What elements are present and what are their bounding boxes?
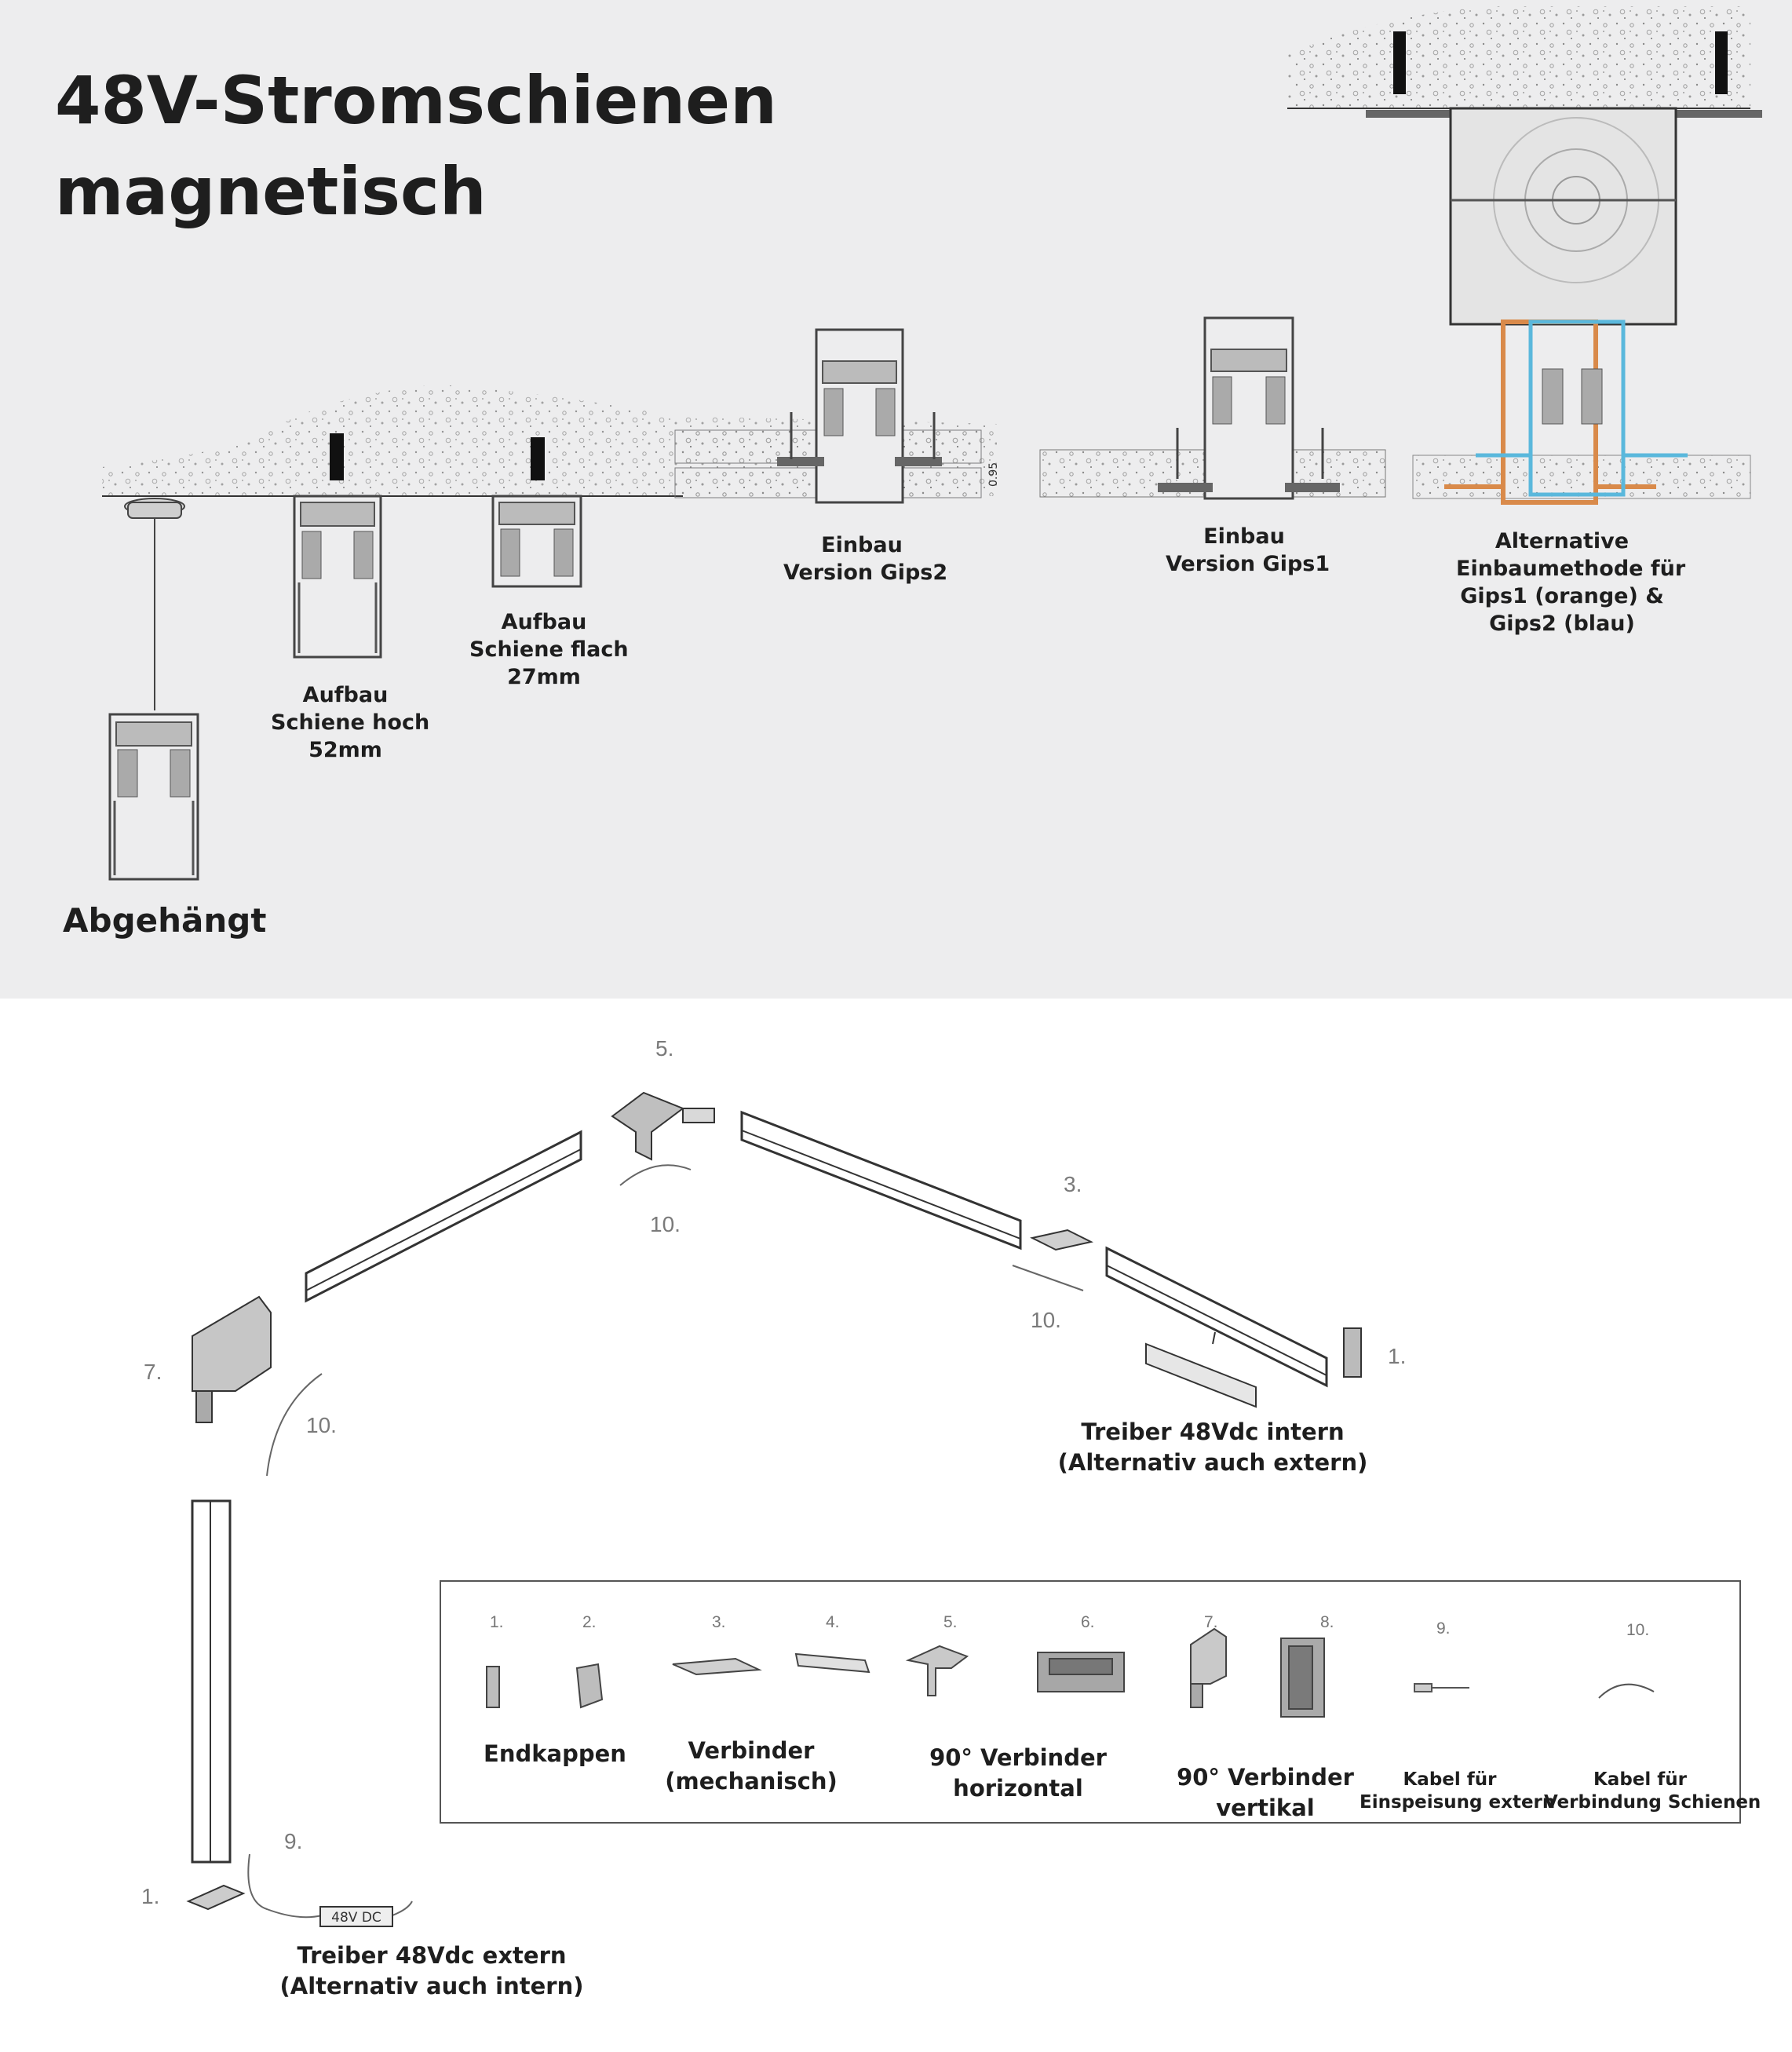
legend-cable-10 xyxy=(1598,1683,1655,1699)
callout-1-b: 1. xyxy=(141,1884,160,1908)
legend-connector-4 xyxy=(794,1652,870,1674)
cable-7 xyxy=(266,1373,323,1477)
legend-num-5: 5. xyxy=(943,1613,958,1631)
callout-1-a: 1. xyxy=(1388,1344,1407,1368)
legend-num-10: 10. xyxy=(1626,1621,1650,1639)
legend-end-cap-2 xyxy=(575,1663,604,1709)
legend-label-kabel-schienen: Kabel für Verbindung Schienen xyxy=(1544,1769,1761,1813)
title-line-2: magnetisch xyxy=(55,153,487,230)
wood-beam xyxy=(1449,107,1677,326)
callout-10-c: 10. xyxy=(306,1413,337,1437)
label-aufbau-flach: Aufbau Schiene flach 27mm xyxy=(469,610,629,689)
legend-icons xyxy=(486,1627,1655,1718)
end-cap-bottom xyxy=(186,1884,246,1911)
label-einbau-gips2: Einbau Version Gips2 xyxy=(783,533,948,585)
rail-profile-pendant xyxy=(108,713,199,881)
legend-label-endkappen: Endkappen xyxy=(484,1740,626,1767)
legend-label-kabel-extern: Kabel für Einspeisung extern xyxy=(1360,1769,1556,1813)
legend-corner-5 xyxy=(905,1645,969,1696)
mounting-panel: 48V-Stromschienen magnetisch xyxy=(0,0,1792,999)
cable-5 xyxy=(619,1164,692,1186)
rail-profile-gips2 xyxy=(777,328,942,504)
rail-segment-1 xyxy=(305,1130,582,1303)
legend-label-verbinder-v: 90° Verbinder vertikal xyxy=(1177,1764,1354,1821)
rail-segment-2 xyxy=(740,1110,1022,1251)
cable-3 xyxy=(1012,1265,1084,1291)
legend-num-1: 1. xyxy=(490,1613,504,1631)
callout-10-a: 10. xyxy=(650,1212,681,1236)
legend-corner-7 xyxy=(1190,1627,1227,1685)
label-aufbau-hoch: Aufbau Schiene hoch 52mm xyxy=(271,683,430,762)
legend-num-4: 4. xyxy=(826,1613,840,1631)
legend-label-verbinder-h: 90° Verbinder horizontal xyxy=(929,1744,1107,1802)
feed-cable xyxy=(247,1853,323,1919)
legend-num-2: 2. xyxy=(582,1613,597,1631)
callout-7: 7. xyxy=(144,1360,162,1384)
external-driver xyxy=(319,1906,393,1927)
callout-3: 3. xyxy=(1064,1172,1082,1196)
internal-driver xyxy=(1145,1342,1257,1408)
legend-label-verbinder-mech: Verbinder (mechanisch) xyxy=(665,1737,838,1795)
legend-num-8: 8. xyxy=(1320,1613,1334,1631)
callout-9: 9. xyxy=(284,1829,303,1853)
corner-horizontal xyxy=(611,1091,685,1161)
callout-5: 5. xyxy=(655,1036,674,1061)
legend-end-cap-1 xyxy=(486,1666,500,1708)
parts-legend: 1. 2. 3. 4. 5. 6. 7. 8. 9. 10. xyxy=(440,1580,1761,1824)
external-driver-label: 48V DC xyxy=(331,1910,381,1926)
caption-driver-internal: Treiber 48Vdc intern (Alternativ auch ex… xyxy=(1057,1419,1368,1476)
legend-corner-8 xyxy=(1280,1638,1325,1718)
legend-num-9: 9. xyxy=(1436,1619,1451,1638)
label-abgehaengt: Abgehängt xyxy=(63,901,267,940)
connector-plate xyxy=(1030,1229,1093,1251)
dimension-label: 0.95 xyxy=(987,462,1000,487)
legend-num-6: 6. xyxy=(1081,1613,1095,1631)
rail-profile-surface-flat xyxy=(491,495,582,588)
legend-corner-6 xyxy=(1037,1652,1125,1692)
legend-num-3: 3. xyxy=(712,1613,726,1631)
page-title: 48V-Stromschienen magnetisch xyxy=(55,55,824,237)
callout-10-b: 10. xyxy=(1031,1308,1061,1332)
assembly-diagram: 48V DC xyxy=(186,1091,1362,1927)
rail-segment-3 xyxy=(1105,1246,1328,1388)
caption-driver-external: Treiber 48Vdc extern (Alternativ auch in… xyxy=(279,1942,584,1999)
title-line-1: 48V-Stromschienen xyxy=(55,62,777,139)
legend-num-7: 7. xyxy=(1204,1613,1218,1631)
label-einbau-gips1: Einbau Version Gips1 xyxy=(1166,524,1330,576)
rail-profile-blue xyxy=(1476,319,1688,497)
label-alternative: Alternative Einbaumethode für Gips1 (ora… xyxy=(1456,529,1686,636)
legend-connector-3 xyxy=(672,1657,762,1676)
corner-vertical xyxy=(192,1295,272,1392)
rail-profile-gips1 xyxy=(1158,316,1340,500)
concrete-ceiling-right xyxy=(1287,6,1750,108)
end-cap-right xyxy=(1343,1327,1362,1378)
rail-profile-surface-high xyxy=(293,495,382,659)
ceiling-illustration: 0.95 xyxy=(102,6,1762,881)
